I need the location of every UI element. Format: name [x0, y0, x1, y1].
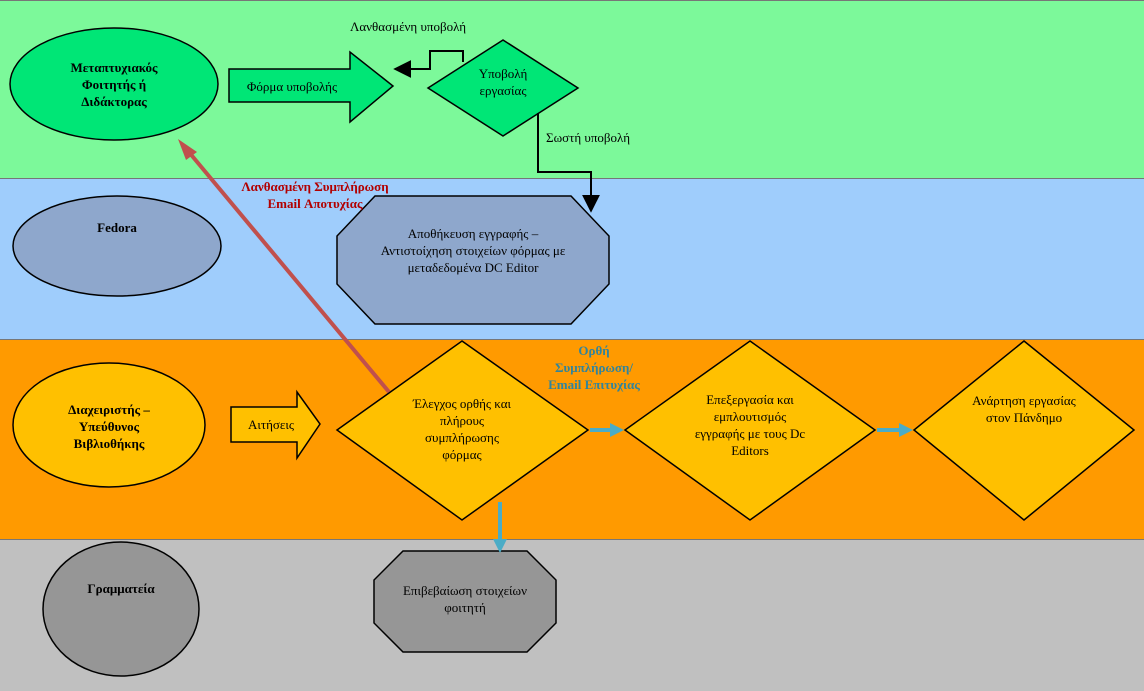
submit-work-label: Υποβολή εργασίας [478, 66, 528, 98]
store-record-octagon [336, 195, 610, 325]
wrong-fill-arrow-head [178, 139, 197, 160]
check-form-diamond [335, 340, 590, 521]
process-record-label: Επεξεργασία και εμπλουτισμός εγγραφής με… [694, 392, 806, 458]
publish-diamond [912, 340, 1136, 521]
actor-secretariat-ellipse [42, 541, 200, 677]
wrong-submission-arrow [393, 50, 464, 78]
actor-secretariat-label: Γραμματεία [87, 581, 155, 596]
verify-student-octagon [373, 550, 557, 653]
wrong-fill-label-line1: Λανθασμένη Συμπλήρωση [241, 179, 389, 194]
publish-label: Ανάρτηση εργασίας στον Πάνδημο [972, 393, 1076, 425]
store-record-label: Αποθήκευση εγγραφής – Αντιστοίχηση στοιχ… [380, 226, 566, 275]
verify-arrow-head [493, 539, 507, 553]
correct-submission-label: Σωστή υποβολή [546, 130, 631, 145]
submission-form-block-arrow [228, 50, 395, 124]
correct-fill-label-line2: Συμπλήρωση/ [554, 360, 634, 375]
requests-label: Αιτήσεις [247, 417, 295, 432]
correct-fill-label-line1: Ορθή [578, 343, 610, 358]
success-arrow-2-head [899, 423, 913, 437]
actor-fedora-ellipse [12, 195, 222, 297]
wrong-submission-label: Λανθασμένη υποβολή [349, 19, 467, 34]
wrong-fill-arrow-line [186, 149, 391, 394]
actor-student-label: Μεταπτυχιακός Φοιτητής ή Διδάκτορας [70, 60, 158, 109]
correct-fill-label-line3: Email Επιτυχίας [548, 377, 640, 392]
process-record-diamond [623, 340, 877, 521]
actor-student-ellipse [9, 27, 219, 141]
actor-library-ellipse [12, 362, 206, 488]
requests-block-arrow [230, 389, 321, 461]
verify-student-label: Επιβεβαίωση στοιχείων φοιτητή [402, 583, 527, 615]
submit-work-diamond [426, 39, 580, 137]
check-form-label: Έλεγχος ορθής και πλήρους συμπλήρωσης φό… [412, 396, 512, 462]
correct-submission-arrow [537, 113, 600, 213]
actor-fedora-label: Fedora [97, 220, 137, 235]
submission-form-label: Φόρμα υποβολής [246, 79, 338, 94]
actor-library-label: Διαχειριστής – Υπεύθυνος Βιβλιοθήκης [68, 402, 150, 451]
wrong-fill-label-line2: Email Αποτυχίας [267, 196, 363, 211]
success-arrow-1-head [610, 423, 624, 437]
